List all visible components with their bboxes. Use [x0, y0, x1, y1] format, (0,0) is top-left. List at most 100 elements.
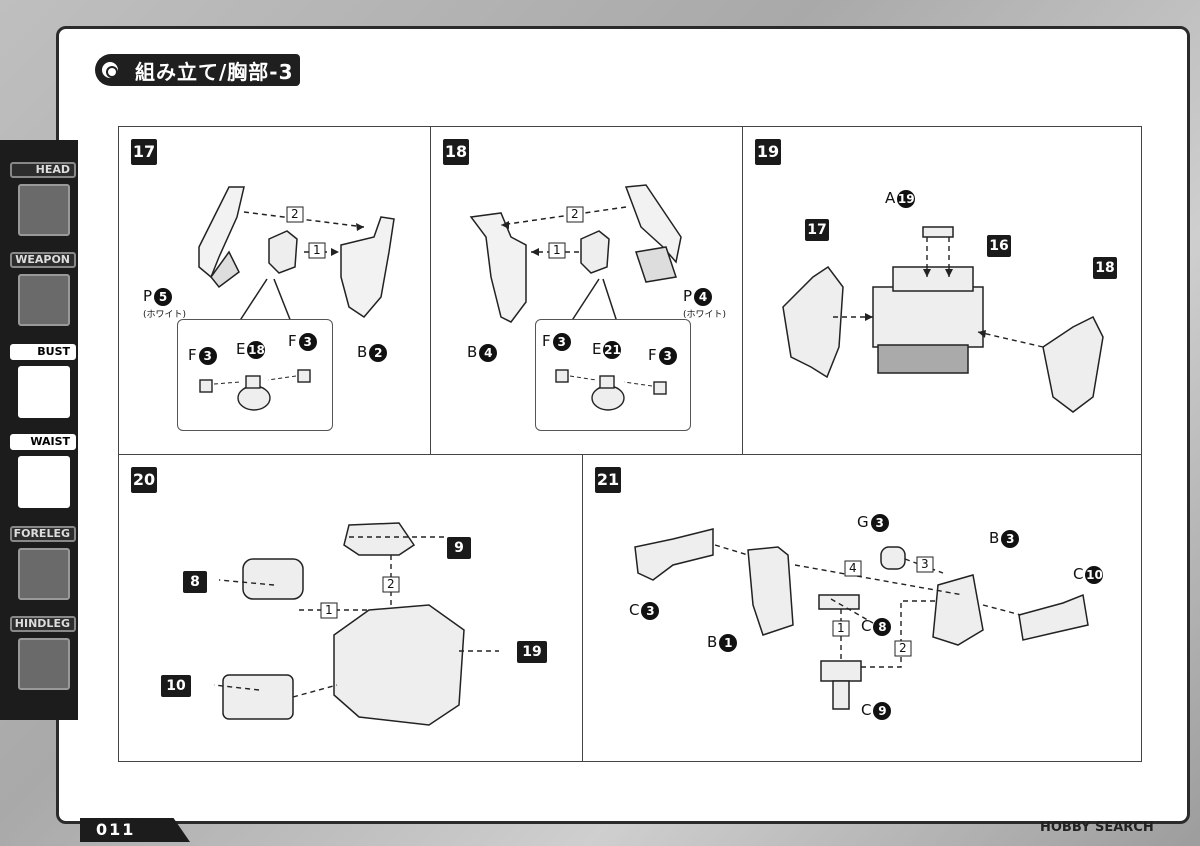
part-letter: E — [592, 340, 602, 358]
head-thumbnail-icon — [18, 184, 70, 236]
order-label: 2 — [571, 207, 579, 221]
part-number: 2 — [369, 343, 388, 362]
sidebar-item-bust[interactable]: BUST — [4, 342, 76, 420]
part-letter: F — [188, 346, 197, 364]
part-number: 5 — [154, 287, 173, 306]
part-number: 4 — [479, 343, 498, 362]
sidebar-item-label: FORELEG — [10, 526, 76, 542]
part-number: 3 — [1001, 529, 1020, 548]
page-number: 011 — [80, 818, 190, 842]
part-number: 10 — [1085, 565, 1104, 584]
color-note: (ホワイト) — [683, 310, 727, 320]
sidebar-item-hindleg[interactable]: HINDLEG — [4, 614, 76, 692]
part-number: 3 — [641, 601, 660, 620]
part-letter: F — [288, 332, 297, 350]
step-number: 17 — [131, 139, 157, 165]
part-letter: B — [989, 529, 1000, 547]
detail-diagram — [199, 369, 311, 411]
step-19-diagram — [782, 226, 1104, 413]
step-20-diagram — [213, 522, 499, 726]
sidebar-item-label: HINDLEG — [10, 616, 76, 632]
gear-icon — [99, 59, 121, 81]
part-letter: C — [1073, 565, 1084, 583]
part-letter: F — [542, 332, 551, 350]
part-letter: G — [857, 513, 869, 531]
sidebar-item-label: WEAPON — [10, 252, 76, 268]
hindleg-thumbnail-icon — [18, 638, 70, 690]
part-number: 4 — [694, 287, 713, 306]
sidebar-item-label: BUST — [10, 344, 76, 360]
part-letter: P — [683, 287, 693, 305]
part-letter: C — [861, 617, 872, 635]
part-number: 3 — [198, 346, 217, 365]
part-number: 19 — [897, 189, 916, 208]
order-label: 1 — [553, 243, 561, 257]
order-label: 1 — [837, 621, 845, 635]
order-label: 1 — [313, 243, 321, 257]
part-number: 8 — [873, 617, 892, 636]
part-number: 3 — [870, 513, 889, 532]
sidebar-item-foreleg[interactable]: FORELEG — [4, 524, 76, 602]
subassembly-tag: 9 — [447, 537, 471, 559]
waist-thumbnail-icon — [18, 456, 70, 508]
part-number: 3 — [658, 346, 677, 365]
part-number: 3 — [552, 332, 571, 351]
step-number: 21 — [595, 467, 621, 493]
part-number: 3 — [298, 332, 317, 351]
part-letter: C — [861, 701, 872, 719]
part-number: 18 — [247, 340, 266, 359]
detail-diagram — [555, 369, 667, 411]
part-letter: P — [143, 287, 153, 305]
order-label: 4 — [849, 561, 857, 575]
part-number: 9 — [873, 701, 892, 720]
order-label: 2 — [899, 641, 907, 655]
step-17-diagram — [198, 186, 395, 323]
subassembly-tag: 10 — [161, 675, 191, 697]
subassembly-tag: 17 — [805, 219, 829, 241]
sidebar-item-weapon[interactable]: WEAPON — [4, 250, 76, 328]
step-number: 18 — [443, 139, 469, 165]
part-letter: B — [357, 343, 368, 361]
part-letter: E — [236, 340, 246, 358]
subassembly-tag: 18 — [1093, 257, 1117, 279]
step-number: 20 — [131, 467, 157, 493]
step-18-diagram — [469, 184, 682, 323]
foreleg-thumbnail-icon — [18, 548, 70, 600]
sidebar-item-label: WAIST — [10, 434, 76, 450]
sidebar-item-label: HEAD — [10, 162, 76, 178]
part-letter: F — [648, 346, 657, 364]
watermark-brand: HOBBY SEARCH — [1040, 820, 1154, 835]
section-title-bar: 組み立て/胸部-3 — [95, 54, 300, 86]
part-number: 21 — [603, 340, 622, 359]
page-title: 組み立て/胸部-3 — [135, 59, 294, 84]
step-number: 19 — [755, 139, 781, 165]
sidebar-item-waist[interactable]: WAIST — [4, 432, 76, 510]
weapon-thumbnail-icon — [18, 274, 70, 326]
subassembly-tag: 16 — [987, 235, 1011, 257]
sidebar-item-head[interactable]: HEAD — [4, 160, 76, 238]
subassembly-tag: 8 — [183, 571, 207, 593]
order-label: 2 — [291, 207, 299, 221]
part-number: 1 — [719, 633, 738, 652]
bust-thumbnail-icon — [18, 366, 70, 418]
